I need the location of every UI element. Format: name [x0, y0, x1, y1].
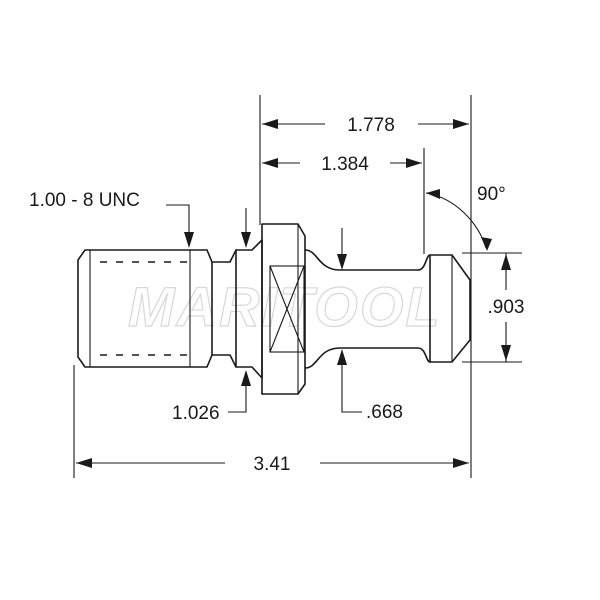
dim-1384-arrow-left — [262, 158, 278, 168]
dim-thread-label: 1.00 - 8 UNC — [29, 190, 140, 211]
thread-section — [77, 249, 213, 368]
dim-1778-arrow-right — [453, 119, 469, 129]
dim-668-leader — [341, 352, 362, 413]
dim-668-arrow-top — [337, 254, 347, 270]
dim-903-arrow-top — [501, 254, 511, 270]
dim-1778-label: 1.778 — [347, 115, 395, 136]
dim-903-arrow-bottom — [501, 345, 511, 361]
dim-thread-arrow — [184, 232, 194, 248]
dim-angle-label: 90° — [477, 184, 506, 205]
dim-1026-leader — [228, 372, 247, 413]
wrench-flat-cross-2 — [269, 265, 305, 353]
dim-1778-arrow-left — [262, 119, 278, 129]
dim-thread-leader — [166, 204, 190, 246]
dim-angle-arrow-right — [481, 237, 492, 251]
dim-1026-arrow-top — [241, 232, 251, 248]
dim-1026-arrow-bottom — [241, 370, 251, 386]
wrench-flat — [269, 265, 305, 353]
shank — [304, 249, 431, 369]
dim-341-arrow-right — [453, 458, 469, 468]
neck-section — [212, 249, 237, 368]
watermark: MARITOOL — [128, 275, 442, 338]
dim-1384-label: 1.384 — [321, 154, 369, 175]
dim-1026-label: 1.026 — [172, 403, 220, 424]
dim-341-label: 3.41 — [254, 454, 291, 475]
dim-668-arrow-bottom — [337, 349, 347, 365]
dim-341-arrow-left — [76, 458, 92, 468]
dim-668-label: .668 — [366, 402, 403, 423]
dim-903-label: .903 — [488, 297, 525, 318]
dim-angle-arrow-left — [426, 189, 440, 199]
dim-1384-arrow-right — [406, 158, 422, 168]
